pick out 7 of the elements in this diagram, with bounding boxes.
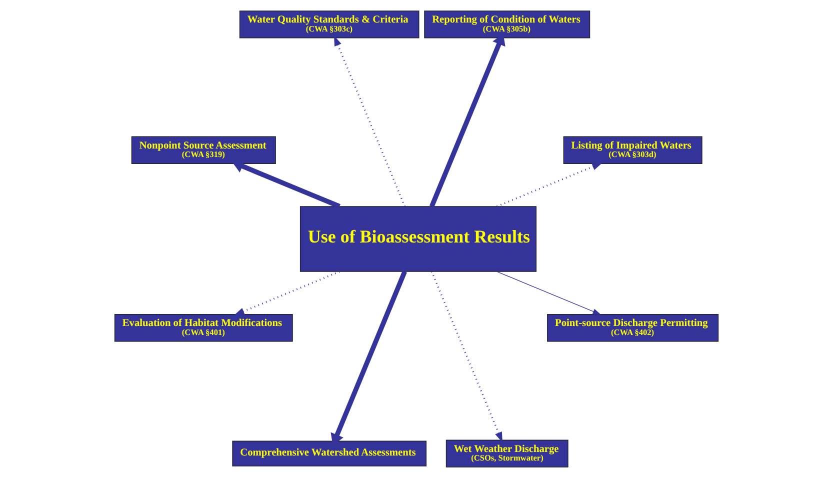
node-box: Comprehensive Watershed Assessments — [232, 440, 427, 466]
arrow — [334, 36, 406, 207]
arrow — [496, 271, 602, 315]
arrow — [430, 271, 502, 442]
arrow — [496, 162, 603, 208]
node-box: Use of Bioassessment Results — [300, 206, 536, 272]
arrow — [234, 270, 340, 316]
